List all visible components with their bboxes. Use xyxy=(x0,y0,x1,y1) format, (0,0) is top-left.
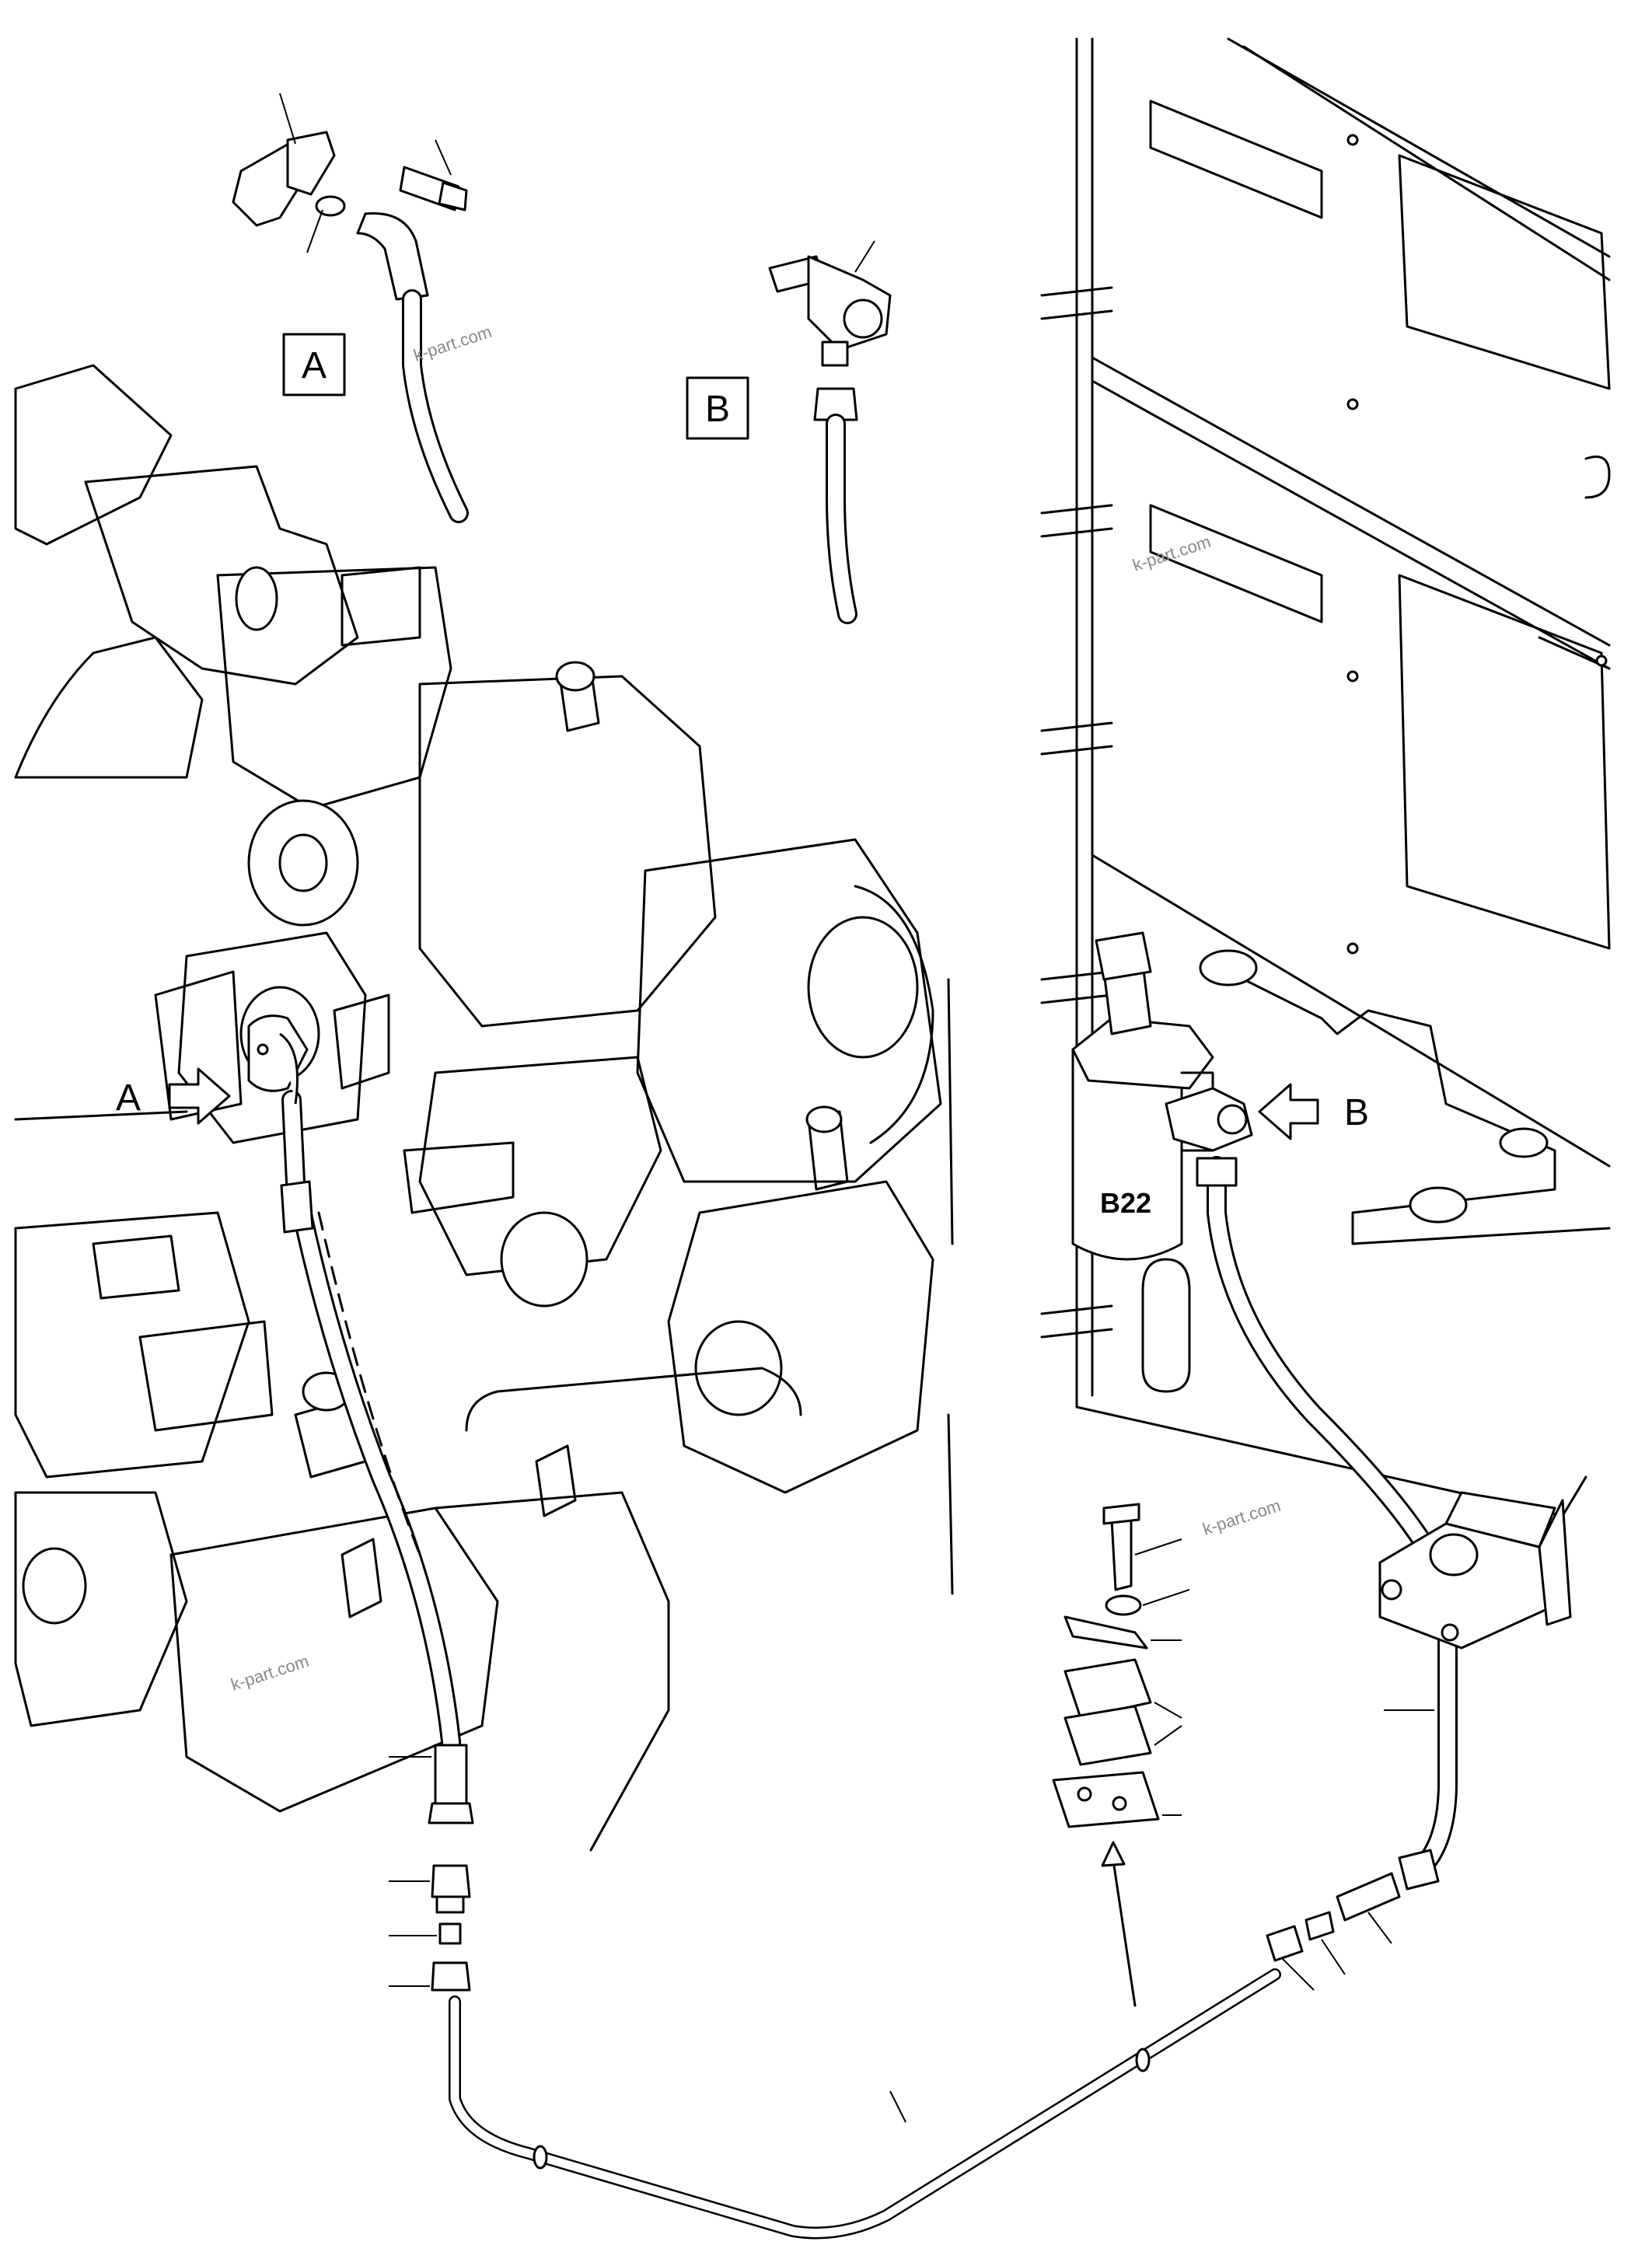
view-b-box xyxy=(686,376,749,440)
arrow-b-label: B xyxy=(1344,1092,1369,1133)
arrow-b-icon xyxy=(1258,1083,1319,1140)
detail-view-a: A xyxy=(232,93,469,523)
arrow-a-label: A xyxy=(116,1077,141,1119)
cabin-frame xyxy=(1040,37,1611,1517)
watermark-2: k-part.com xyxy=(1130,532,1214,575)
view-b-label: B xyxy=(705,389,730,430)
view-a-label: A xyxy=(302,345,327,386)
arrow-a-icon xyxy=(168,1067,231,1125)
hose-clamp xyxy=(1378,1491,1572,1650)
watermark-1: k-part.com xyxy=(411,322,494,365)
fitting-stack-right xyxy=(1266,1709,1440,1991)
arrow-a: A xyxy=(116,1067,231,1125)
flange-a xyxy=(247,1014,309,1105)
clamp-kit xyxy=(1052,1503,1190,2007)
hose-a xyxy=(280,1090,474,1824)
view-a-box xyxy=(282,333,346,396)
connecting-pipe xyxy=(449,1968,1281,2240)
arrow-b: B xyxy=(1258,1083,1369,1140)
pump-assembly xyxy=(14,364,954,1852)
fitting-stack-left xyxy=(389,1756,471,1992)
watermark-4: k-part.com xyxy=(229,1651,312,1695)
component-label: B22 xyxy=(1100,1187,1151,1219)
detail-view-b: B xyxy=(686,240,892,624)
watermark-3: k-part.com xyxy=(1200,1496,1284,1539)
filter-b22: B22 xyxy=(1071,931,1214,1261)
